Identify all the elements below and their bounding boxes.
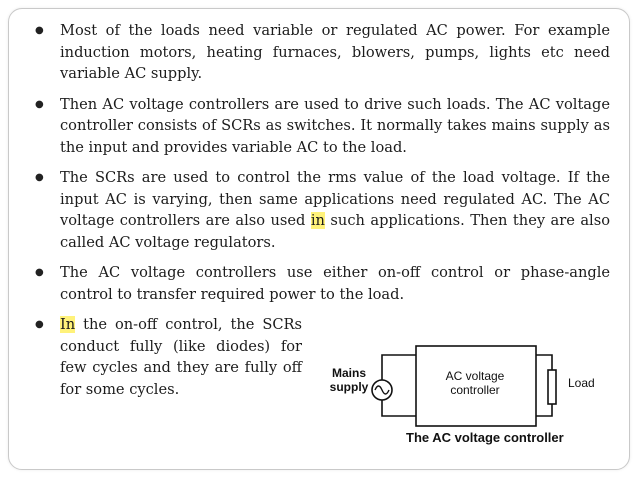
bullet-item-1: Most of the loads need variable or regul…	[35, 20, 610, 85]
load-label: Load	[568, 376, 595, 390]
ac-source-icon	[371, 379, 393, 401]
bullet-text: The SCRs are used to control the rms val…	[60, 169, 610, 229]
highlighted-word: In	[60, 316, 76, 333]
bullet-list: Most of the loads need variable or regul…	[35, 20, 610, 409]
bottom-left-wire	[381, 400, 416, 417]
ac-voltage-controller-diagram: Mains supply AC voltage controller Load …	[322, 342, 622, 450]
bullet-text: such applications. Then they are also ca…	[60, 212, 610, 251]
bullet-text: the on-off control, the SCRs conduct ful…	[60, 316, 302, 398]
controller-box-label: AC voltage controller	[445, 369, 505, 397]
top-left-wire	[381, 354, 416, 380]
bullet-item-2: Then AC voltage controllers are used to …	[35, 94, 610, 159]
highlighted-word: in	[310, 212, 325, 229]
mains-supply-label: Mains supply	[329, 366, 369, 394]
bullet-item-3: The SCRs are used to control the rms val…	[35, 167, 610, 253]
controller-box	[415, 345, 537, 427]
bullet-text: Most of the loads need variable or regul…	[60, 22, 610, 82]
diagram-caption: The AC voltage controller	[406, 430, 564, 445]
bottom-right-wire	[536, 404, 553, 417]
circuit-drawing	[371, 345, 557, 427]
bullet-item-4: The AC voltage controllers use either on…	[35, 262, 610, 305]
load-resistor	[547, 369, 557, 405]
bullet-item-5: In the on-off control, the SCRs conduct …	[35, 314, 302, 400]
bullet-text: The AC voltage controllers use either on…	[60, 264, 610, 303]
bullet-text: Then AC voltage controllers are used to …	[60, 95, 610, 156]
